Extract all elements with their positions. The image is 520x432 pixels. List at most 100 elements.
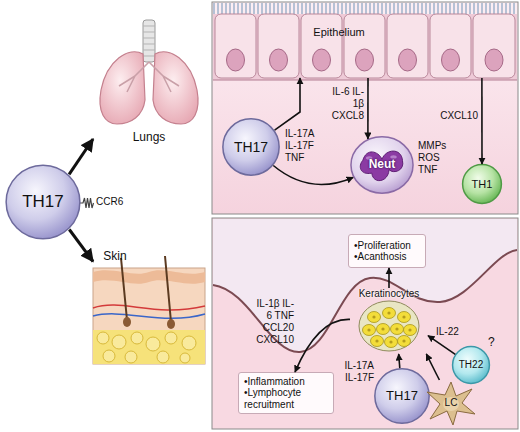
cluster-shape-part xyxy=(402,339,405,342)
lungs-illustration: Lungs xyxy=(93,20,205,148)
node-text: Lungs xyxy=(93,131,205,145)
epithelial-cells-part xyxy=(387,14,428,78)
skin-shape-part xyxy=(180,353,190,363)
skin-shape-part xyxy=(123,317,131,327)
cluster-shape-part xyxy=(408,328,411,331)
green-shape-part xyxy=(463,165,502,204)
question-mark: ? xyxy=(488,336,502,348)
node-text: Neut xyxy=(369,158,396,172)
skin-shape-part xyxy=(93,268,205,364)
cluster-shape-part xyxy=(372,315,375,318)
epithelial-cells-part xyxy=(344,14,385,78)
arrow-connector xyxy=(69,139,93,174)
lungs-shape xyxy=(93,20,205,128)
skin-shape-part xyxy=(182,336,196,350)
lav-shape-part xyxy=(375,369,429,423)
cluster-shape-part xyxy=(367,328,370,331)
arrow-connector xyxy=(367,78,369,139)
cluster-shape-part xyxy=(387,311,390,314)
cluster-shape-part xyxy=(383,308,396,319)
th17-cell: TH17 xyxy=(374,368,430,424)
epithelial-cells-part xyxy=(313,49,331,71)
epithelial-cells-part xyxy=(485,49,503,71)
node-text: •Inflammation xyxy=(244,376,305,388)
node-text: •Acanthosis xyxy=(354,251,406,263)
cytokine-label: CXCL10 xyxy=(436,110,478,122)
epithelial-cells-part xyxy=(215,14,256,78)
lav-shape-part xyxy=(6,165,80,239)
arrow-connector xyxy=(426,354,439,380)
neutrophil-cell: Neut xyxy=(350,136,414,194)
lungs-shape-part xyxy=(143,26,155,56)
skin-shape-part xyxy=(103,350,115,362)
lav-shape-part xyxy=(223,119,279,175)
arrow-connector xyxy=(388,268,390,288)
cluster-shape xyxy=(358,300,420,352)
epithelium-layer: Epithelium xyxy=(214,12,516,78)
skin-shape-part xyxy=(97,332,109,344)
epithelial-cells-part xyxy=(258,14,299,78)
neut-shape-part xyxy=(360,151,403,181)
node-text: LC xyxy=(445,397,458,409)
cytokine-label: IL-6 IL-1β CXCL8 xyxy=(324,86,364,122)
node-text: TH1 xyxy=(472,178,493,191)
cluster-shape-part xyxy=(404,325,417,336)
th1-cell: TH1 xyxy=(462,164,502,204)
neut-shape-part xyxy=(351,137,413,193)
arrow-connector xyxy=(295,319,350,372)
outcome-box: •Inflammation•Lymphocyte recruitment xyxy=(238,372,334,414)
cluster-shape-part xyxy=(375,339,378,342)
cytokine-label: IL-1β IL-6 TNF CCL20 CXCL10 xyxy=(256,298,294,346)
cluster-shape-part xyxy=(381,327,384,330)
skin-panel-part xyxy=(212,218,518,429)
cluster-shape-part xyxy=(398,336,411,347)
skin-shape-part xyxy=(157,351,169,363)
node-text: Epithelium xyxy=(284,26,394,39)
skin-shape-part xyxy=(167,319,175,329)
cluster-shape-part xyxy=(359,301,419,351)
epithelial-cells-part xyxy=(399,49,417,71)
lung-panel xyxy=(212,2,518,214)
epithelial-cells-part xyxy=(430,14,471,78)
cluster-shape-part xyxy=(368,312,381,323)
th17-cell: TH17 xyxy=(5,164,81,240)
cluster-shape-part xyxy=(377,324,390,335)
lungs-shape-part xyxy=(153,52,198,124)
cluster-shape-part xyxy=(391,324,404,335)
arrow-connector xyxy=(428,336,455,355)
outcome-box: •Proliferation•Acanthosis xyxy=(348,234,426,268)
lungs-shape-part xyxy=(100,52,145,124)
cluster-shape-part xyxy=(402,315,405,318)
th22-cell: TH22 xyxy=(452,346,490,384)
effector-label: MMPs ROS TNF xyxy=(418,140,454,176)
cluster-shape-part xyxy=(385,337,398,348)
cytokine-label: IL-22 xyxy=(436,326,468,338)
skin-shape-part xyxy=(93,330,205,364)
cytokine-label: IL-17A IL-17F TNF xyxy=(285,128,327,164)
node-text: TH17 xyxy=(22,192,64,212)
cluster-shape-part xyxy=(389,340,392,343)
ccr6-receptor xyxy=(80,198,94,208)
arrow-connector xyxy=(69,230,93,262)
skin-shape-part xyxy=(146,337,160,351)
star-shape-part xyxy=(443,397,459,411)
cluster-shape-part xyxy=(371,336,384,347)
lung-panel-part xyxy=(212,2,518,214)
skin-shape-part xyxy=(121,256,171,322)
cyan-shape-part xyxy=(453,347,490,384)
lungs-shape-part xyxy=(119,62,179,92)
lung-panel-part xyxy=(213,79,517,80)
skin-shape-part xyxy=(131,332,143,344)
skin-shape-part xyxy=(165,332,177,344)
node-text: TH17 xyxy=(234,139,268,155)
cluster-shape-part xyxy=(395,327,398,330)
arrow-connector xyxy=(275,78,300,130)
node-text: •Lymphocyte recruitment xyxy=(244,387,328,410)
node-text: TH17 xyxy=(386,389,418,404)
star-shape-part xyxy=(427,382,475,425)
langerhans-cell: LC xyxy=(426,380,476,426)
cytokine-label: IL-17A IL-17F xyxy=(334,360,374,384)
